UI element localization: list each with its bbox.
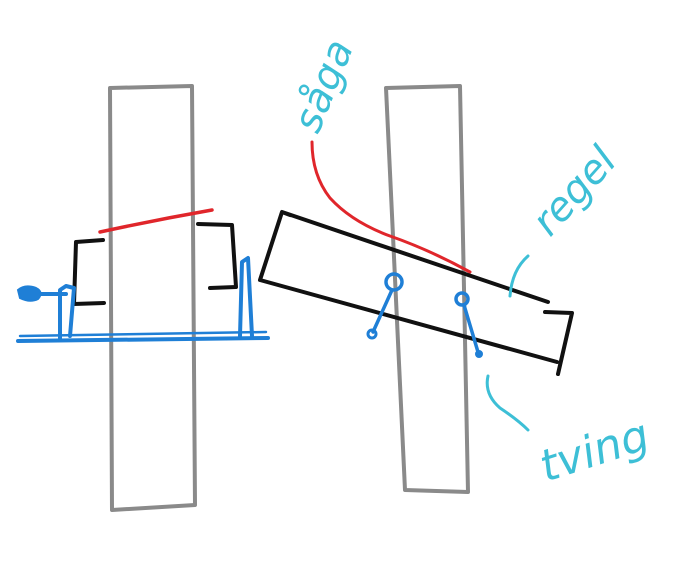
left-bracket [72, 238, 106, 306]
clamp-1-foot [366, 328, 378, 340]
clamp-leader [485, 374, 530, 432]
clamp-1-ring [384, 272, 404, 292]
clamp-left-handle [16, 285, 42, 302]
clamp-1-stem [371, 288, 394, 334]
left-clamp [16, 256, 270, 343]
right-assembly: såga regel tving [258, 33, 656, 494]
clamp-right-arm [238, 256, 254, 338]
clamp-2-foot [475, 350, 483, 358]
clamp-label: tving [534, 410, 656, 493]
left-assembly [16, 84, 270, 512]
clamp-left-arm [58, 284, 76, 342]
joist-outline [258, 210, 574, 376]
right-saw-line [310, 140, 472, 274]
left-post [108, 84, 197, 512]
right-post [384, 84, 470, 494]
clamp-2-stem [462, 303, 480, 354]
left-saw-line [98, 208, 214, 234]
joist-label: regel [523, 138, 626, 245]
clamp-2-ring [454, 291, 470, 307]
clamp-bar [16, 336, 270, 343]
saw-label: såga [285, 33, 363, 139]
right-bracket [196, 222, 238, 290]
clamp-bar-top [18, 330, 268, 338]
joist-leader [508, 254, 530, 298]
right-clamps [366, 272, 483, 358]
